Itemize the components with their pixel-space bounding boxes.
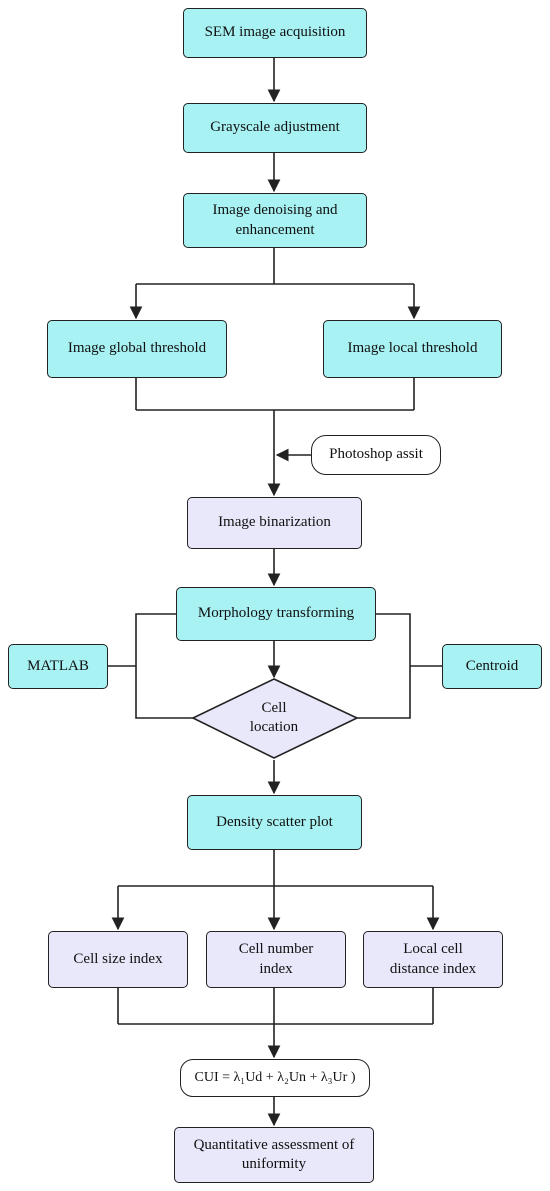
global-threshold-box: Image global threshold bbox=[47, 320, 227, 378]
binarization-label: Image binarization bbox=[218, 514, 331, 531]
cell-size-label: Cell size index bbox=[73, 950, 163, 967]
assessment-box: Quantitative assessment of uniformity bbox=[174, 1127, 374, 1183]
denoising-box: Image denoising and enhancement bbox=[183, 193, 367, 248]
cell-size-box: Cell size index bbox=[48, 931, 188, 988]
cui-formula-label: CUI = λ₁Ud + λ₂Un + λ₃Ur ) bbox=[194, 1069, 356, 1085]
cui-formula-box: CUI = λ₁Ud + λ₂Un + λ₃Ur ) bbox=[180, 1059, 370, 1097]
cell-location-diamond bbox=[191, 678, 359, 759]
local-threshold-label: Image local threshold bbox=[347, 340, 478, 357]
grayscale-label: Grayscale adjustment bbox=[210, 119, 340, 136]
matlab-box: MATLAB bbox=[8, 644, 108, 689]
cell-location-label-wrap: Cell location bbox=[224, 693, 324, 743]
morphology-box: Morphology transforming bbox=[176, 587, 376, 641]
matlab-label: MATLAB bbox=[27, 657, 89, 674]
global-threshold-label: Image global threshold bbox=[67, 340, 207, 357]
photoshop-assist-label: Photoshop assit bbox=[329, 446, 423, 463]
cell-location-label: Cell location bbox=[249, 699, 299, 736]
grayscale-box: Grayscale adjustment bbox=[183, 103, 367, 153]
density-scatter-box: Density scatter plot bbox=[187, 795, 362, 850]
sem-acquisition-label: SEM image acquisition bbox=[204, 24, 346, 41]
local-threshold-box: Image local threshold bbox=[323, 320, 502, 378]
centroid-label: Centroid bbox=[465, 657, 519, 674]
binarization-box: Image binarization bbox=[187, 497, 362, 549]
local-distance-label: Local cell distance index bbox=[389, 941, 477, 977]
density-scatter-label: Density scatter plot bbox=[216, 813, 333, 830]
local-distance-box: Local cell distance index bbox=[363, 931, 503, 988]
cell-number-label: Cell number index bbox=[238, 941, 314, 977]
morphology-label: Morphology transforming bbox=[197, 605, 355, 622]
centroid-box: Centroid bbox=[442, 644, 542, 689]
assessment-label: Quantitative assessment of uniformity bbox=[193, 1136, 355, 1173]
photoshop-assist-box: Photoshop assit bbox=[311, 435, 441, 475]
cell-number-box: Cell number index bbox=[206, 931, 346, 988]
denoising-label: Image denoising and enhancement bbox=[212, 202, 338, 238]
sem-acquisition-box: SEM image acquisition bbox=[183, 8, 367, 58]
